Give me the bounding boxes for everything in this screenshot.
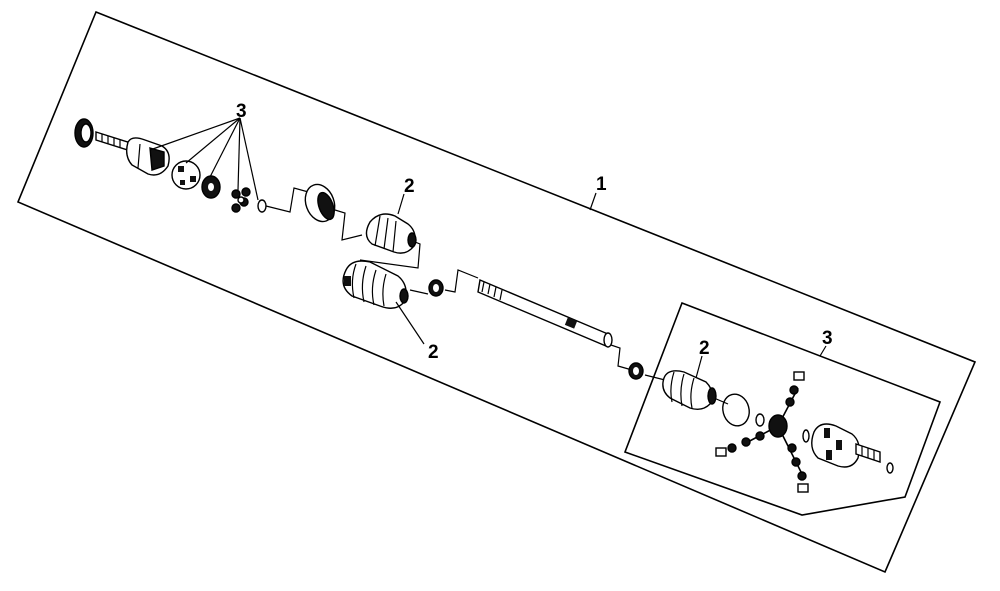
assembly-outline: [16, 10, 977, 574]
callout-2-lower: 2: [428, 342, 439, 363]
inner-small-ring-2: [802, 429, 810, 443]
inner-boot: [662, 370, 717, 411]
inner-small-ring: [755, 413, 765, 427]
leader-1: [589, 192, 597, 211]
lower-boot: [342, 260, 409, 309]
half-shaft: [477, 279, 613, 348]
leader-2-upper: [397, 193, 405, 215]
outer-cv-balls: [231, 187, 251, 213]
outer-seal-ring: [74, 118, 94, 148]
outer-snap-ring: [257, 199, 267, 213]
leader-2-lower: [395, 301, 425, 345]
leader-2-right: [695, 355, 703, 379]
inner-seal: [628, 362, 644, 380]
upper-boot: [365, 213, 417, 254]
leader-3-right: [819, 345, 827, 357]
outer-cv-cage: [171, 160, 201, 190]
kit-left-leaders: [149, 117, 259, 201]
inner-joint-kit-outline: [623, 301, 942, 516]
callout-3-right: 3: [822, 328, 833, 349]
callout-2-right: 2: [699, 338, 710, 359]
callout-1: 1: [596, 174, 607, 195]
tripod-spider: [715, 371, 809, 493]
inner-end-ring: [886, 462, 894, 474]
inner-tripod-housing: [811, 423, 881, 468]
inner-o-ring: [722, 393, 750, 427]
callout-3-left: 3: [236, 101, 247, 122]
outer-cv-housing: [125, 137, 170, 176]
center-seal: [428, 279, 444, 297]
callout-2-upper: 2: [404, 176, 415, 197]
boot-clamp: [304, 183, 336, 223]
outer-cv-inner-race: [201, 175, 221, 199]
